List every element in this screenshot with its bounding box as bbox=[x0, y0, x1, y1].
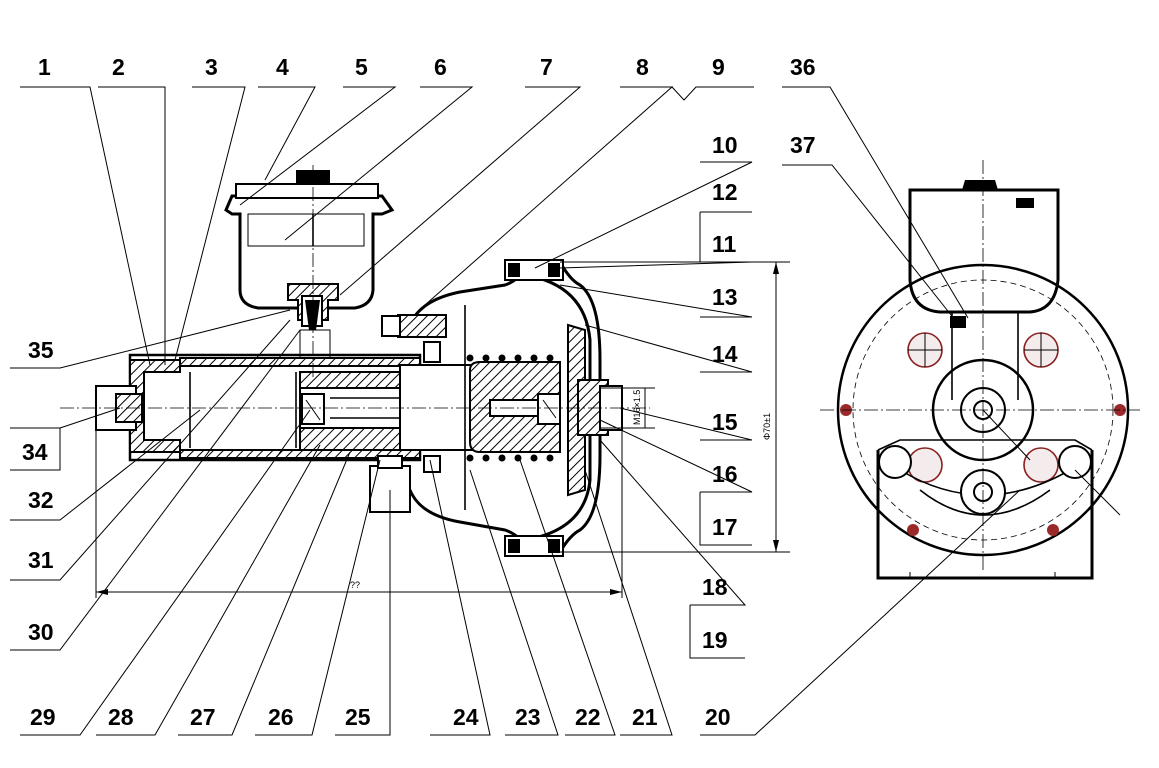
part-label-2: 2 bbox=[112, 54, 125, 80]
part-label-10: 10 bbox=[712, 132, 738, 158]
part-label-5: 5 bbox=[355, 54, 368, 80]
part-label-1: 1 bbox=[38, 54, 51, 80]
booster-housing bbox=[369, 259, 623, 557]
part-label-9: 9 bbox=[712, 54, 725, 80]
part-label-16: 16 bbox=[712, 461, 738, 487]
return-spring bbox=[466, 354, 554, 462]
part-label-6: 6 bbox=[434, 54, 447, 80]
end-view bbox=[820, 160, 1140, 580]
part-label-24: 24 bbox=[453, 704, 479, 730]
part-label-35: 35 bbox=[28, 337, 54, 363]
part-label-11: 11 bbox=[712, 231, 737, 257]
part-label-15: 15 bbox=[712, 409, 738, 435]
part-label-8: 8 bbox=[636, 54, 649, 80]
part-label-20: 20 bbox=[705, 704, 731, 730]
part-label-17: 17 bbox=[712, 514, 738, 540]
part-label-27: 27 bbox=[190, 704, 216, 730]
part-label-26: 26 bbox=[268, 704, 294, 730]
part-label-13: 13 bbox=[712, 284, 738, 310]
part-label-36: 36 bbox=[790, 54, 816, 80]
part-label-37: 37 bbox=[790, 132, 816, 158]
dimension-height: Φ70±1 bbox=[762, 413, 772, 440]
part-label-19: 19 bbox=[702, 627, 728, 653]
part-label-30: 30 bbox=[28, 619, 54, 645]
part-label-21: 21 bbox=[632, 704, 658, 730]
bolt-icon bbox=[1023, 447, 1059, 483]
part-label-3: 3 bbox=[205, 54, 218, 80]
part-label-23: 23 bbox=[515, 704, 541, 730]
part-label-4: 4 bbox=[276, 54, 289, 80]
part-label-18: 18 bbox=[702, 574, 728, 600]
part-label-29: 29 bbox=[30, 704, 56, 730]
section-view: ?? Φ70±1 M16×1.5 bbox=[60, 165, 790, 598]
dimension-lines: ?? Φ70±1 M16×1.5 bbox=[95, 261, 790, 598]
part-label-28: 28 bbox=[108, 704, 134, 730]
part-labels: 1 2 3 4 5 6 7 8 9 10 11 12 13 14 15 16 1… bbox=[22, 54, 816, 730]
part-label-7: 7 bbox=[540, 54, 553, 80]
part-label-25: 25 bbox=[345, 704, 371, 730]
part-label-34: 34 bbox=[22, 439, 48, 465]
part-label-12: 12 bbox=[712, 179, 738, 205]
part-label-14: 14 bbox=[712, 341, 738, 367]
part-label-22: 22 bbox=[575, 704, 601, 730]
cylinder-body bbox=[95, 353, 422, 462]
reservoir bbox=[224, 170, 395, 361]
dimension-thread: M16×1.5 bbox=[632, 390, 642, 425]
dimension-length: ?? bbox=[350, 580, 360, 590]
leader-lines bbox=[10, 86, 1021, 736]
part-label-32: 32 bbox=[28, 487, 54, 513]
part-label-31: 31 bbox=[28, 547, 54, 573]
